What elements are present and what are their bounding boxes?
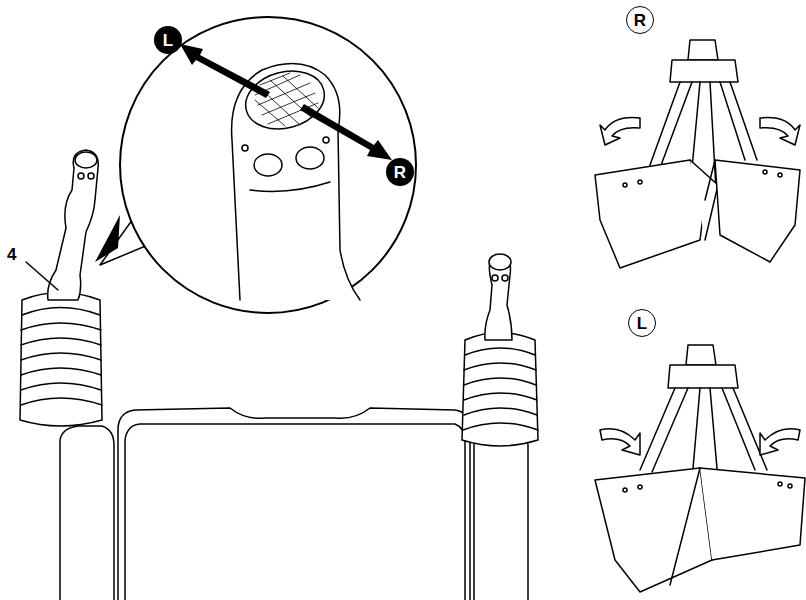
- direction-marker: R: [386, 158, 414, 186]
- callout-number: 4: [6, 246, 17, 263]
- operator-seat: [60, 408, 528, 600]
- left-joystick: [20, 150, 102, 426]
- magnifier: [95, 17, 416, 313]
- marker-letter: R: [394, 164, 406, 181]
- leader-line: [26, 262, 58, 290]
- marker-letter: R: [634, 12, 646, 29]
- right-joystick: [462, 254, 538, 446]
- marker-letter: L: [163, 32, 173, 49]
- grapple-open: [595, 40, 800, 268]
- grapple-closed: [595, 345, 805, 592]
- direction-arrows: [180, 44, 392, 160]
- position-marker: L: [628, 309, 656, 337]
- position-marker: R: [626, 6, 654, 34]
- marker-letter: L: [637, 315, 647, 332]
- direction-marker: L: [154, 26, 182, 54]
